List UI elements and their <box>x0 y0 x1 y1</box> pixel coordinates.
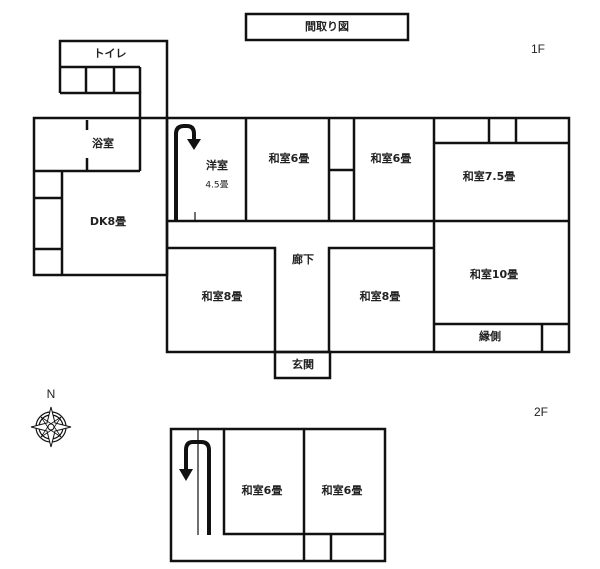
room-dk: DK8畳 <box>90 215 126 228</box>
compass-rose-icon: N <box>30 387 72 448</box>
room-entrance: 玄関 <box>292 357 314 371</box>
arrow-down-icon <box>187 139 201 150</box>
room-washitsu8-a: 和室8畳 <box>202 289 243 303</box>
room-washitsu6-a: 和室6畳 <box>269 151 310 165</box>
room-washitsu75: 和室7.5畳 <box>463 169 516 183</box>
room-western: 洋室 <box>206 158 228 172</box>
room-toilet: トイレ <box>94 47 127 60</box>
room-washitsu6-b: 和室6畳 <box>371 151 412 165</box>
stairs-1f <box>174 124 201 221</box>
second-floor: 和室6畳 和室6畳 <box>169 427 387 563</box>
room-bath: 浴室 <box>92 136 114 150</box>
title: 間取り図 <box>305 19 349 33</box>
main-block: 洋室 4.5畳 和室6畳 和室6畳 和室7.5畳 廊下 和室8畳 和室8畳 和室… <box>165 116 571 380</box>
room-western-size: 4.5畳 <box>205 180 228 191</box>
room-2f-washitsu6-a: 和室6畳 <box>242 483 283 497</box>
room-hallway: 廊下 <box>292 252 314 266</box>
compass-north-label: N <box>47 387 56 401</box>
toilet-area: トイレ <box>58 39 169 118</box>
room-washitsu8-b: 和室8畳 <box>360 289 401 303</box>
bath-dk-area: 浴室 DK8畳 <box>32 116 169 277</box>
floor-label-2f: 2F <box>534 405 548 419</box>
floor-label-1f: 1F <box>531 42 545 56</box>
room-engawa: 縁側 <box>479 329 501 343</box>
arrow-down-icon <box>179 469 193 481</box>
title-box: 間取り図 <box>244 12 410 42</box>
room-2f-washitsu6-b: 和室6畳 <box>322 483 363 497</box>
room-washitsu10: 和室10畳 <box>470 267 518 281</box>
stairs-2f <box>179 440 211 535</box>
